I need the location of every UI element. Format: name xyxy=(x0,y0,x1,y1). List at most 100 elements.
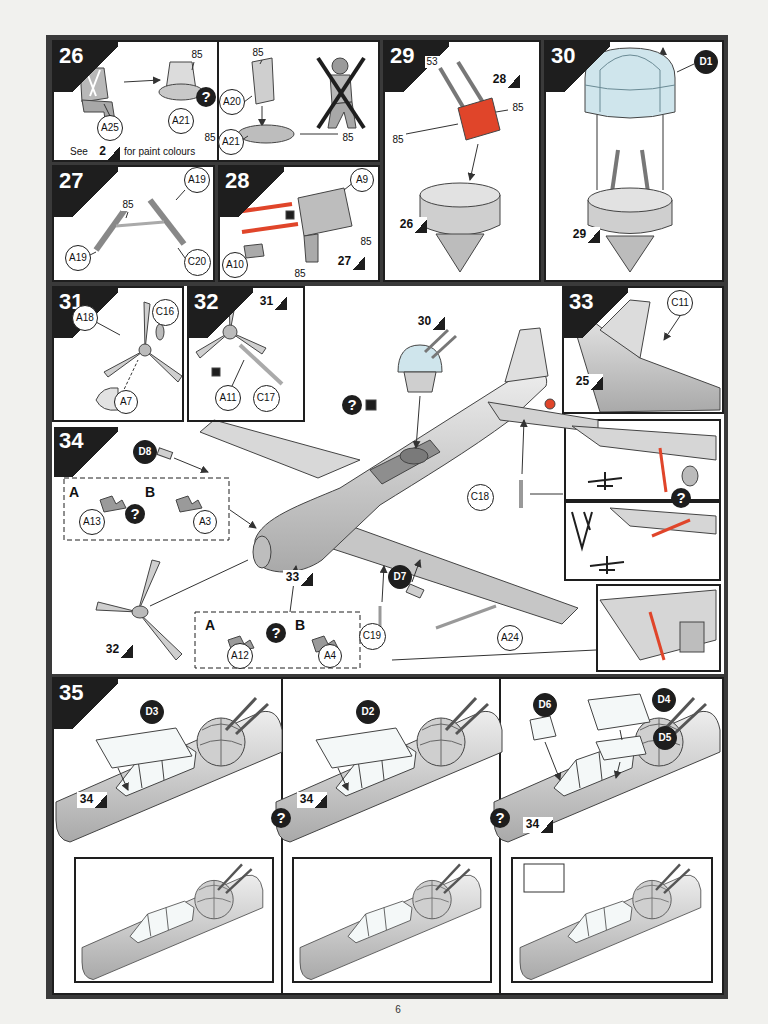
part-number: A3 xyxy=(193,510,217,534)
callout-number: 85 xyxy=(121,199,134,211)
part-code: A10 xyxy=(226,260,244,270)
aircraft-parts xyxy=(100,496,126,512)
part-code: C19 xyxy=(363,631,381,641)
option-letter: B xyxy=(144,484,156,500)
canopy-option xyxy=(82,864,263,979)
turret-assembly xyxy=(398,345,442,372)
part-code: A3 xyxy=(199,517,211,527)
aircraft xyxy=(253,536,271,568)
part-code: A13 xyxy=(83,517,101,527)
step-reference: 27 xyxy=(335,254,365,270)
gun-part xyxy=(176,190,185,200)
seat-part xyxy=(252,58,274,104)
step-number: 29 xyxy=(385,42,449,92)
canopy-option xyxy=(588,694,650,730)
part-number: A13 xyxy=(79,509,105,535)
option-letter: B xyxy=(294,617,306,633)
aircraft-parts xyxy=(406,584,424,598)
callout-number: 85 xyxy=(293,268,306,280)
part-code: A9 xyxy=(356,175,368,185)
step-reference: 25 xyxy=(573,374,603,390)
page-frame xyxy=(46,35,728,999)
aircraft xyxy=(545,399,555,409)
part-code: C17 xyxy=(257,393,275,403)
step-number: 26 xyxy=(54,42,118,92)
step-reference: 29 xyxy=(570,227,600,243)
step-panel: 30D1 xyxy=(544,40,724,282)
propeller-parts xyxy=(144,302,150,350)
part-number: D4 xyxy=(652,688,676,712)
part-number: A9 xyxy=(350,168,374,192)
canopy-option xyxy=(276,698,502,842)
part-number: C19 xyxy=(359,623,386,650)
step-panel: 34D8A13A3C18D7C19A24A12A4 xyxy=(52,425,724,674)
aircraft-parts xyxy=(519,480,523,508)
option-mark: ? xyxy=(490,808,510,828)
step-reference: 34 xyxy=(297,792,327,808)
turret-ring xyxy=(458,98,500,140)
part-number: A7 xyxy=(114,390,138,414)
part-code: A7 xyxy=(120,397,132,407)
part-number: A4 xyxy=(318,644,342,668)
part-code: D5 xyxy=(659,733,672,743)
canopy-option xyxy=(118,768,128,790)
canopy-option xyxy=(96,728,192,768)
step-reference: 28 xyxy=(490,72,520,88)
turret-ring xyxy=(458,62,484,104)
part-number: A19 xyxy=(184,167,210,193)
strut-option xyxy=(680,622,704,652)
step-reference: 32 xyxy=(103,642,133,658)
step-number: 34 xyxy=(54,427,118,477)
propeller-assembly xyxy=(240,345,282,384)
aircraft-parts xyxy=(132,606,148,618)
turret-ring xyxy=(420,183,500,207)
part-code: C20 xyxy=(188,257,206,267)
aircraft xyxy=(200,328,598,624)
strut-option xyxy=(652,520,690,536)
part-number: A19 xyxy=(65,245,91,271)
part-number: C11 xyxy=(667,290,693,316)
aircraft-parts xyxy=(157,448,173,459)
option-mark: ? xyxy=(271,808,291,828)
part-number: A10 xyxy=(222,252,248,278)
part-code: C18 xyxy=(471,492,489,502)
option-frame xyxy=(597,585,720,671)
option-frame xyxy=(75,858,273,982)
crossed-pilot xyxy=(318,58,364,128)
propeller-parts xyxy=(145,350,182,382)
part-number: A24 xyxy=(497,625,523,651)
strut-option xyxy=(650,612,664,660)
strut-option xyxy=(660,448,666,492)
turret-dome xyxy=(612,150,618,192)
crossed-pilot xyxy=(318,58,364,128)
step-number: 30 xyxy=(546,42,610,92)
gun-mount xyxy=(244,244,264,258)
aircraft-parts xyxy=(230,510,256,528)
step-panel: 31C16A18A7 xyxy=(52,286,184,422)
canopy-option xyxy=(338,768,348,790)
callout-number: 85 xyxy=(391,134,404,146)
part-number: D6 xyxy=(533,693,557,717)
strut-option xyxy=(572,512,592,548)
aircraft-parts xyxy=(138,612,182,660)
canopy-option xyxy=(530,716,556,740)
propeller-parts xyxy=(104,350,145,377)
part-code: D4 xyxy=(658,695,671,705)
propeller-parts xyxy=(139,344,151,356)
turret-dome xyxy=(642,150,648,192)
aircraft-parts xyxy=(522,420,524,474)
part-code: D8 xyxy=(139,447,152,457)
part-code: D2 xyxy=(362,707,375,717)
gun-part xyxy=(116,222,164,226)
part-number: D2 xyxy=(356,700,380,724)
option-frame xyxy=(64,478,229,540)
aircraft-parts xyxy=(138,560,160,612)
propeller-assembly xyxy=(232,360,244,386)
step-panel: 33C11 xyxy=(562,286,724,414)
strut-option xyxy=(600,590,716,660)
part-code: A19 xyxy=(69,253,87,263)
seat-part xyxy=(244,96,252,102)
option-letter: A xyxy=(204,617,216,633)
part-code: A24 xyxy=(501,633,519,643)
page-frame xyxy=(52,40,380,162)
